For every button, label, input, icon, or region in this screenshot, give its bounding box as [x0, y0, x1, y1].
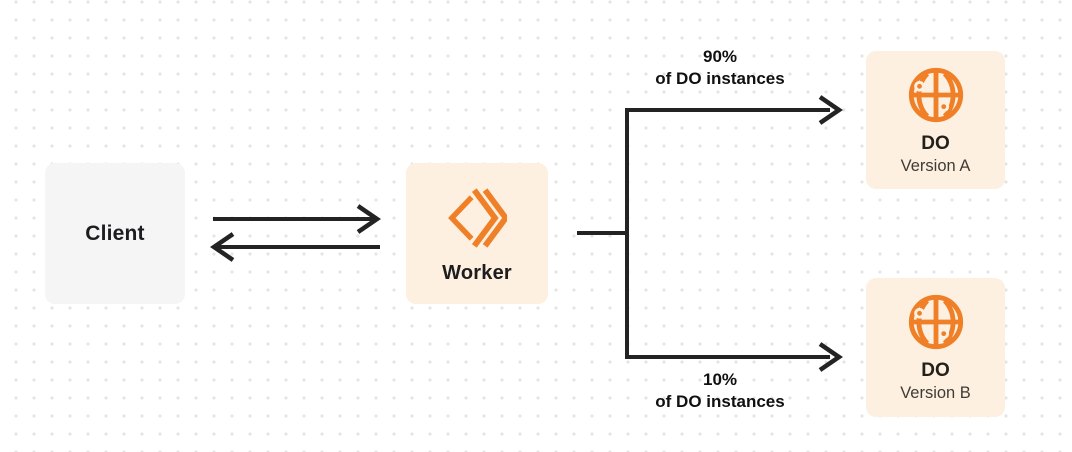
- arrow-client-to-worker: [213, 204, 381, 234]
- top-branch-label: 90% of DO instances: [610, 46, 830, 90]
- top-branch-percentage: 90%: [702, 47, 738, 66]
- do-b-subtitle: Version B: [900, 384, 971, 402]
- bottom-branch-percentage: 10%: [702, 370, 738, 389]
- client-node: Client: [45, 163, 185, 304]
- bottom-branch-caption: of DO instances: [655, 392, 785, 411]
- arrowhead-to-do-b: [818, 342, 843, 372]
- do-b-title: DO: [921, 360, 950, 381]
- top-branch-caption: of DO instances: [655, 69, 785, 88]
- do-version-b-node: DO Version B: [866, 278, 1005, 417]
- do-a-subtitle: Version A: [900, 156, 971, 175]
- client-label: Client: [85, 221, 145, 245]
- arrow-worker-to-client: [210, 232, 380, 262]
- arrowhead-to-do-a: [818, 95, 843, 125]
- worker-node: Worker: [406, 163, 548, 304]
- do-a-title: DO: [921, 132, 950, 154]
- do-version-a-node: DO Version A: [866, 51, 1005, 189]
- worker-label: Worker: [442, 262, 512, 284]
- globe-icon: [905, 291, 967, 353]
- bottom-branch-label: 10% of DO instances: [610, 369, 830, 413]
- globe-icon: [905, 64, 967, 126]
- workers-icon: [447, 182, 510, 254]
- branch-split: [625, 108, 830, 359]
